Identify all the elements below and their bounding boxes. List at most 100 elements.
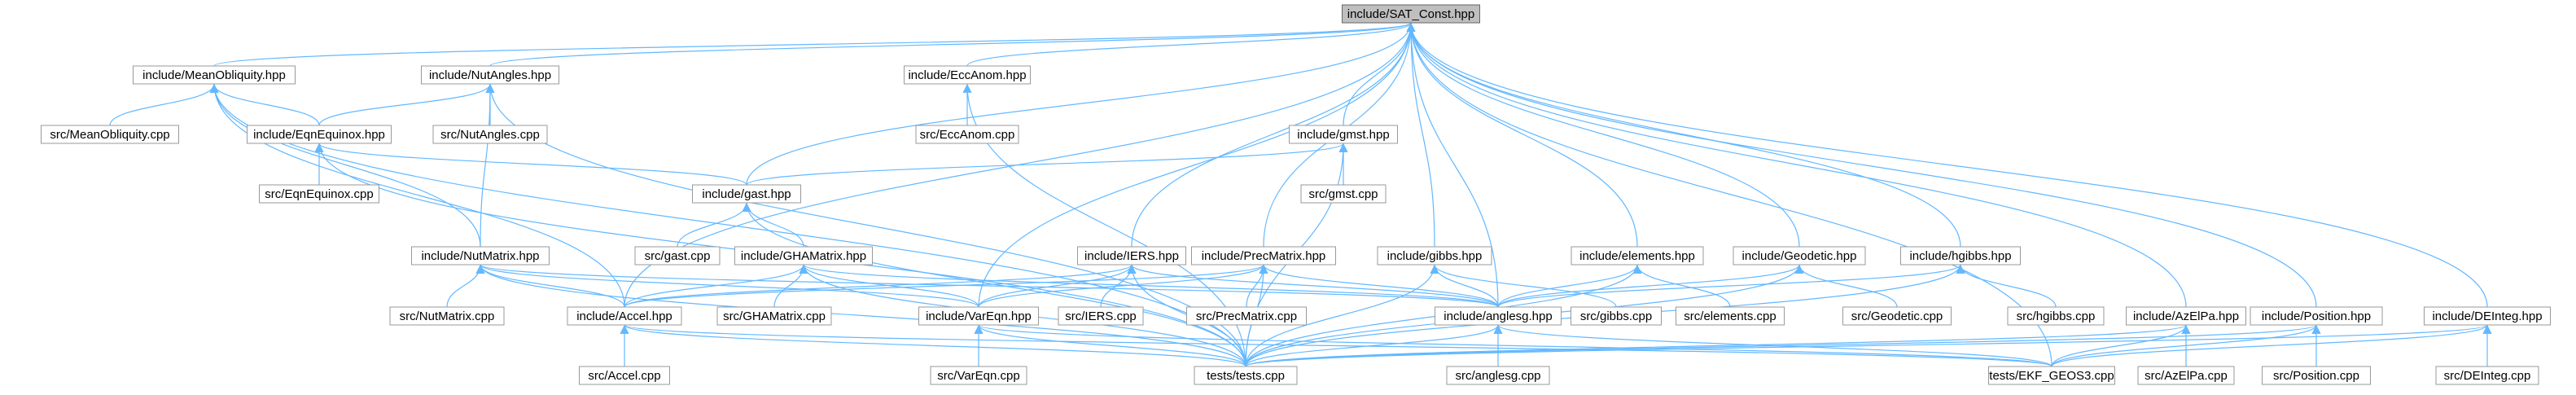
edge-ekf-to-position	[2051, 324, 2321, 367]
node-box	[1077, 246, 1186, 266]
edge-nutmatrix_cpp-to-nutmatrix	[446, 264, 485, 308]
edge-meanobl_cpp-to-meanobl	[109, 83, 219, 126]
edge-anglesg-to-ghamatrix	[799, 264, 1499, 308]
node-label: tests/EKF_GEOS3.cpp	[1989, 369, 2114, 383]
node-nutmatrix-cpp[interactable]: src/NutMatrix.cpp	[389, 306, 505, 326]
node-position[interactable]: include/Position.hpp	[2250, 306, 2383, 326]
node-gmst-cpp[interactable]: src/gmst.cpp	[1300, 184, 1387, 204]
node-box	[1571, 246, 1704, 266]
node-label: include/VarEqn.hpp	[926, 309, 1032, 323]
node-label: include/AzElPa.hpp	[2133, 309, 2239, 323]
node-eccanom-cpp[interactable]: src/EccAnom.cpp	[915, 125, 1019, 144]
node-azelpa[interactable]: include/AzElPa.hpp	[2126, 306, 2246, 326]
node-precmatrix[interactable]: include/PrecMatrix.hpp	[1191, 246, 1336, 266]
node-tests[interactable]: tests/tests.cpp	[1194, 366, 1298, 385]
node-hgibbs-cpp[interactable]: src/hgibbs.cpp	[2007, 306, 2105, 326]
node-elements-cpp[interactable]: src/elements.cpp	[1676, 306, 1785, 326]
node-azelpa-cpp[interactable]: src/AzElPa.cpp	[2137, 366, 2235, 385]
node-deinteg[interactable]: include/DEInteg.hpp	[2424, 306, 2551, 326]
edge-accel-to-iers	[624, 264, 1137, 308]
edge-azelpa-to-sat	[1406, 22, 2187, 308]
node-gmst[interactable]: include/gmst.hpp	[1289, 125, 1398, 144]
node-vareqn-cpp[interactable]: src/VarEqn.cpp	[930, 366, 1027, 385]
node-accel[interactable]: include/Accel.hpp	[567, 306, 682, 326]
node-anglesg[interactable]: include/anglesg.hpp	[1435, 306, 1562, 326]
node-sat[interactable]: include/SAT_Const.hpp	[1342, 4, 1480, 24]
node-position-cpp[interactable]: src/Position.cpp	[2262, 366, 2371, 385]
node-accel-cpp[interactable]: src/Accel.cpp	[579, 366, 670, 385]
node-vareqn[interactable]: include/VarEqn.hpp	[918, 306, 1039, 326]
node-box	[2137, 366, 2235, 385]
node-label: include/MeanObliquity.hpp	[142, 68, 286, 82]
node-nutangles[interactable]: include/NutAngles.hpp	[421, 65, 559, 85]
edge-anglesg-to-sat	[1406, 22, 1499, 308]
node-label: src/Position.cpp	[2273, 369, 2359, 383]
edge-anglesg-to-elements	[1497, 264, 1642, 308]
node-gast-cpp[interactable]: src/gast.cpp	[634, 246, 721, 266]
node-deinteg-cpp[interactable]: src/DEInteg.cpp	[2435, 366, 2539, 385]
node-eccanom[interactable]: include/EccAnom.hpp	[904, 65, 1031, 85]
edge-vareqn-to-ghamatrix	[799, 264, 979, 308]
edge-ekf-to-vareqn	[975, 324, 2052, 367]
edge-elements-to-sat	[1406, 22, 1638, 248]
node-eqnequinox[interactable]: include/EqnEquinox.hpp	[247, 125, 392, 144]
node-iers[interactable]: include/IERS.hpp	[1077, 246, 1186, 266]
node-label: src/gast.cpp	[645, 249, 711, 263]
node-box	[133, 65, 296, 85]
node-label: include/Accel.hpp	[576, 309, 672, 323]
edge-tests-to-vareqn	[974, 324, 1246, 367]
node-meanobl[interactable]: include/MeanObliquity.hpp	[133, 65, 296, 85]
node-box	[2424, 306, 2551, 326]
node-label: include/IERS.hpp	[1084, 249, 1179, 263]
node-ekf[interactable]: tests/EKF_GEOS3.cpp	[1988, 366, 2115, 385]
node-box	[432, 125, 548, 144]
edge-ekf-to-azelpa	[2051, 324, 2191, 367]
node-box	[915, 125, 1019, 144]
node-box	[1571, 306, 1662, 326]
edge-nutmatrix-to-meanobl	[209, 83, 481, 248]
node-box	[918, 306, 1039, 326]
edge-tests-to-deinteg	[1245, 324, 2491, 367]
node-box	[734, 246, 873, 266]
node-box	[2262, 366, 2371, 385]
edge-anglesg-to-nutmatrix	[476, 264, 1499, 308]
edge-anglesg-to-geodetic	[1497, 264, 1804, 308]
node-label: src/DEInteg.cpp	[2444, 369, 2531, 383]
node-label: src/PrecMatrix.cpp	[1196, 309, 1297, 323]
node-elements[interactable]: include/elements.hpp	[1571, 246, 1704, 266]
node-meanobl-cpp[interactable]: src/MeanObliquity.cpp	[41, 125, 179, 144]
edge-deinteg-to-sat	[1406, 22, 2488, 308]
node-geodetic-cpp[interactable]: src/Geodetic.cpp	[1842, 306, 1952, 326]
node-label: src/hgibbs.cpp	[2017, 309, 2096, 323]
node-hgibbs[interactable]: include/hgibbs.hpp	[1900, 246, 2021, 266]
node-label: include/elements.hpp	[1579, 249, 1695, 263]
edge-gast-to-gmst	[746, 143, 1348, 186]
node-nutmatrix[interactable]: include/NutMatrix.hpp	[411, 246, 550, 266]
node-gibbs-cpp[interactable]: src/gibbs.cpp	[1571, 306, 1662, 326]
node-box	[634, 246, 721, 266]
node-precmatrix-cpp[interactable]: src/PrecMatrix.cpp	[1186, 306, 1307, 326]
node-nutangles-cpp[interactable]: src/NutAngles.cpp	[432, 125, 548, 144]
node-label: src/AzElPa.cpp	[2144, 369, 2228, 383]
node-label: include/PrecMatrix.hpp	[1202, 249, 1326, 263]
node-ghamatrix-cpp[interactable]: src/GHAMatrix.cpp	[716, 306, 832, 326]
edge-vareqn-to-sat	[978, 22, 1416, 308]
edge-tests-to-azelpa	[1245, 324, 2190, 367]
node-anglesg-cpp[interactable]: src/anglesg.cpp	[1446, 366, 1550, 385]
node-box	[692, 184, 801, 204]
node-box	[1194, 366, 1298, 385]
node-label: include/gmst.hpp	[1297, 128, 1389, 142]
node-ghamatrix[interactable]: include/GHAMatrix.hpp	[734, 246, 873, 266]
node-box	[930, 366, 1027, 385]
node-label: include/gast.hpp	[702, 187, 791, 201]
node-label: src/GHAMatrix.cpp	[723, 309, 826, 323]
node-gast[interactable]: include/gast.hpp	[692, 184, 801, 204]
node-gibbs[interactable]: include/gibbs.hpp	[1377, 246, 1492, 266]
node-iers-cpp[interactable]: src/IERS.cpp	[1058, 306, 1144, 326]
node-box	[2126, 306, 2246, 326]
node-eqnequinox-cpp[interactable]: src/EqnEquinox.cpp	[259, 184, 379, 204]
node-geodetic[interactable]: include/Geodetic.hpp	[1733, 246, 1866, 266]
node-box	[567, 306, 682, 326]
node-box	[1191, 246, 1336, 266]
